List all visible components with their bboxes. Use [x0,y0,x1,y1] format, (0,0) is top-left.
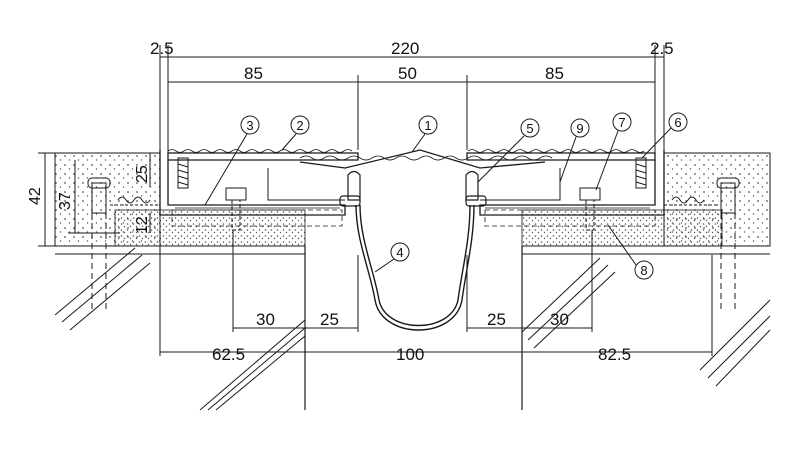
dim-frame-depth: 37 [57,192,74,210]
dim-center-plate: 50 [398,64,417,83]
top-dimension-lines [159,45,665,160]
dim-left-plate: 85 [244,64,263,83]
callout-4: 4 [374,242,410,273]
callout-5-label: 5 [526,121,533,136]
dim-right-flange: 2.5 [650,39,674,58]
left-concrete-slab [54,152,306,410]
right-anchor-bolt [579,187,601,231]
dim-right-edge-gap: 25 [487,310,506,329]
left-anchor-rebar [87,177,160,310]
callout-1: 1 [411,115,438,153]
dim-right-plate: 85 [545,64,564,83]
right-clip [465,170,487,207]
side-dimension-lines [38,152,151,247]
break-hatches [54,247,771,411]
dim-joint-gap: 100 [396,345,424,364]
right-anchor-rebar [664,177,740,310]
right-screw [635,157,647,189]
dim-plate-depth: 25 [134,165,151,183]
callout-3: 3 [204,115,260,206]
callout-9: 9 [559,118,590,183]
callout-7-label: 7 [618,115,625,130]
left-clip [339,170,361,207]
dim-right-setback: 82.5 [598,345,631,364]
left-anchor-bolt [225,187,247,231]
dim-total-depth: 42 [27,187,44,205]
dim-base-depth: 12 [134,216,151,234]
left-screw [177,157,189,189]
left-frame [159,150,346,227]
callout-3-label: 3 [246,118,253,133]
right-concrete-slab [521,152,771,410]
callout-7: 7 [595,112,632,191]
cover-plates [167,149,656,201]
dim-right-anchor-spacing: 30 [550,310,569,329]
callout-1-label: 1 [424,118,431,133]
callout-6: 6 [641,112,688,159]
callout-2-label: 2 [296,118,303,133]
dim-left-flange: 2.5 [150,39,174,58]
bottom-dimension-lines [159,215,713,356]
right-frame [479,150,665,227]
dim-left-edge-gap: 25 [320,310,339,329]
callout-4-label: 4 [396,245,403,260]
callout-2: 2 [281,115,310,151]
callout-8: 8 [607,224,654,280]
callout-9-label: 9 [576,121,583,136]
dim-left-anchor-spacing: 30 [256,310,275,329]
dim-overall-width: 220 [391,39,419,58]
callout-5: 5 [477,118,540,183]
rubber-seal [355,204,475,331]
callout-6-label: 6 [674,115,681,130]
dim-left-setback: 62.5 [212,345,245,364]
callout-8-label: 8 [640,263,647,278]
